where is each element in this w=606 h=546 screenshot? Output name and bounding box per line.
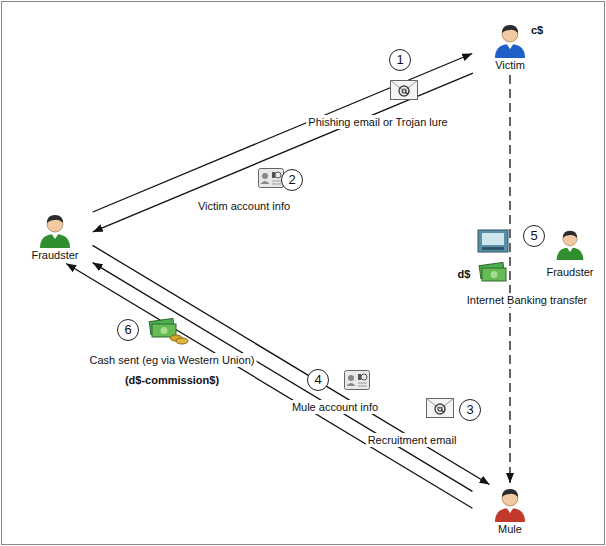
money-coins-icon: [149, 318, 188, 344]
person-icon: [492, 22, 528, 58]
email-icon: [391, 81, 418, 100]
edge-label: Phishing email or Trojan lure: [306, 115, 449, 129]
bank-terminal-icon: [478, 230, 508, 252]
person-icon: [492, 486, 528, 522]
callout-number: 3: [459, 399, 481, 421]
fraudster-person-icon: [557, 231, 584, 260]
id-card-icon: [259, 169, 284, 188]
callout-number: 2: [281, 169, 303, 191]
amount-label: d$: [458, 267, 471, 281]
edge-label: Recruitment email: [366, 433, 459, 447]
amount-label: c$: [531, 24, 543, 36]
callout-number: 6: [117, 319, 139, 341]
callout-number: 1: [389, 49, 411, 71]
flow-arrow: [93, 263, 473, 492]
flow-arrow: [93, 73, 473, 232]
email-icon: [427, 399, 454, 418]
transfer-arrow: [509, 75, 510, 483]
edge-label: Cash sent (eg via Western Union): [88, 353, 257, 367]
person-name: Fraudster: [20, 248, 90, 262]
edge-label: Victim account info: [196, 199, 292, 213]
victim-person: Victim c$: [475, 22, 545, 72]
person-name: Mule: [475, 522, 545, 536]
callout-number: 4: [307, 369, 329, 391]
amount-label: (d$-commission$): [125, 373, 219, 387]
mule-person: Mule: [475, 486, 545, 536]
flow-arrow: [93, 54, 472, 212]
person-name: Victim: [475, 58, 545, 72]
flow-arrow: [66, 264, 472, 509]
person-label: Fraudster: [546, 265, 593, 279]
callout-number: 5: [523, 225, 545, 247]
id-card-icon: [345, 371, 370, 390]
money-icon: [479, 262, 506, 281]
edge-label: Mule account info: [290, 400, 380, 414]
fraudster-person: Fraudster: [20, 212, 90, 262]
person-icon: [37, 212, 73, 248]
edge-label: Internet Banking transfer: [465, 293, 589, 307]
